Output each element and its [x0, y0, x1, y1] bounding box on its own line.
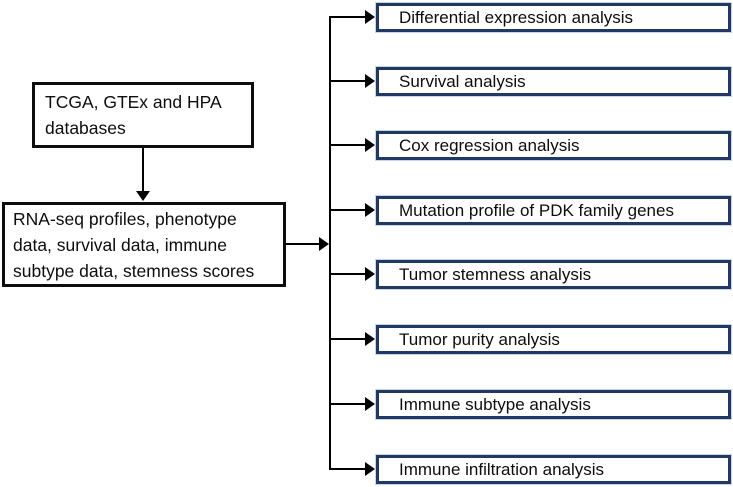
analysis-label: Mutation profile of PDK family genes	[399, 200, 674, 220]
branch-arrow-survival	[329, 74, 375, 88]
branch-arrow-tumor-stemness	[329, 267, 375, 281]
analysis-box-tumor-purity: Tumor purity analysis	[376, 325, 731, 354]
arrow-source-to-data-line	[142, 148, 144, 192]
arrow-source-to-data-head	[136, 191, 150, 201]
analysis-label: Tumor purity analysis	[399, 329, 560, 349]
branch-arrow-immune-infiltration	[329, 462, 375, 476]
analysis-box-tumor-stemness: Tumor stemness analysis	[376, 260, 731, 289]
arrow-data-to-trunk-line	[285, 243, 319, 245]
data-types-label: RNA-seq profiles, phenotype data, surviv…	[13, 208, 255, 281]
arrow-data-to-trunk-head	[319, 237, 329, 251]
source-databases-label: TCGA, GTEx and HPA databases	[45, 92, 221, 138]
analysis-label: Tumor stemness analysis	[399, 264, 592, 284]
analysis-box-cox-regression: Cox regression analysis	[376, 131, 731, 160]
data-types-box: RNA-seq profiles, phenotype data, surviv…	[2, 202, 286, 287]
analysis-box-immune-infiltration: Immune infiltration analysis	[376, 455, 731, 484]
analysis-label: Cox regression analysis	[399, 135, 580, 155]
analysis-box-mutation-profile: Mutation profile of PDK family genes	[376, 196, 731, 225]
branch-arrow-cox-regression	[329, 138, 375, 152]
connector-trunk	[329, 16, 331, 470]
analysis-box-immune-subtype: Immune subtype analysis	[376, 390, 731, 419]
analysis-box-survival: Survival analysis	[376, 67, 731, 96]
branch-arrow-mutation-profile	[329, 203, 375, 217]
source-databases-box: TCGA, GTEx and HPA databases	[32, 82, 254, 148]
branch-arrow-differential-expression	[329, 10, 375, 24]
analysis-box-differential-expression: Differential expression analysis	[376, 3, 731, 32]
analysis-label: Differential expression analysis	[399, 7, 634, 27]
analysis-label: Survival analysis	[399, 71, 526, 91]
analysis-label: Immune subtype analysis	[399, 394, 591, 414]
branch-arrow-tumor-purity	[329, 332, 375, 346]
branch-arrow-immune-subtype	[329, 397, 375, 411]
analysis-label: Immune infiltration analysis	[399, 459, 605, 479]
